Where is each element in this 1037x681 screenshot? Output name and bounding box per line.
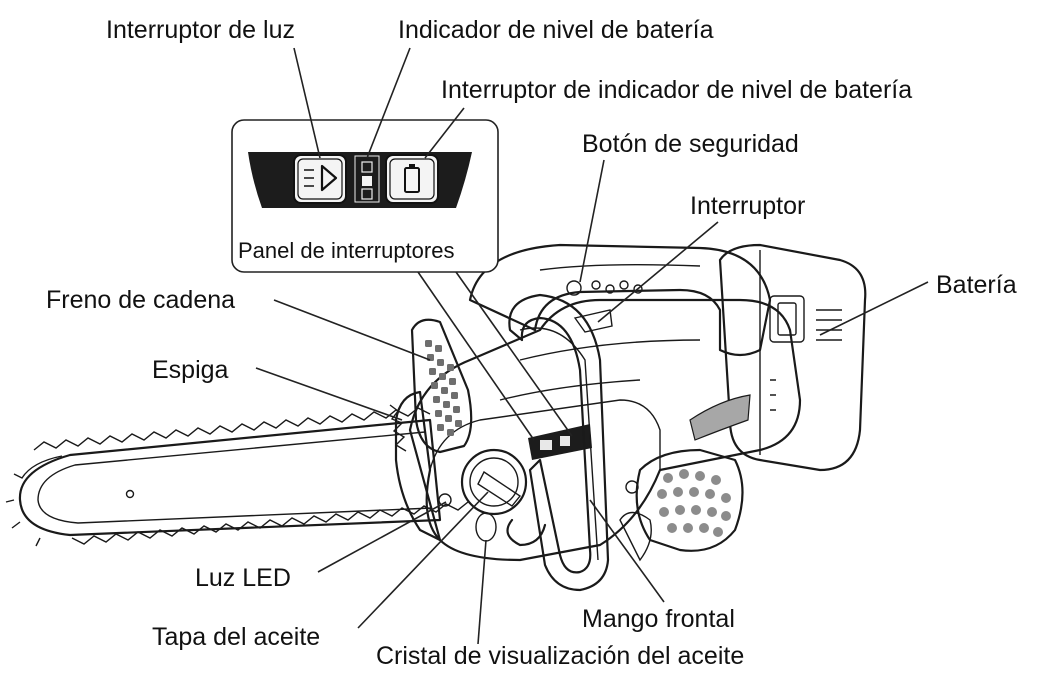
leader-panel-to-body-a — [417, 271, 535, 441]
led-light-lens — [438, 493, 452, 507]
motor-housing — [408, 298, 802, 562]
battery-check-switch-icon — [385, 154, 439, 204]
leader-front-handle — [589, 499, 665, 603]
light-switch-icon — [293, 154, 347, 204]
label-battery: Batería — [936, 271, 1017, 299]
label-switch-panel: Panel de interruptores — [238, 238, 454, 263]
battery-level-indicator-lamps — [354, 155, 380, 203]
label-battery-level-indicator: Indicador de nivel de batería — [398, 16, 714, 44]
switch-panel-callout: Panel de interruptores — [231, 119, 499, 273]
motor-vent — [635, 448, 744, 552]
chain-brake-guard — [410, 318, 473, 454]
label-chain-brake: Freno de cadena — [46, 286, 235, 314]
leader-oil-sight-glass — [477, 539, 487, 645]
leader-lines — [255, 47, 929, 645]
safety-button-dots — [566, 280, 643, 296]
leader-panel-to-body-b — [455, 271, 573, 437]
callout-labels: Interruptor de luz Indicador de nivel de… — [46, 16, 1017, 670]
leader-safety-button — [579, 159, 605, 283]
leader-chain-brake — [273, 299, 431, 361]
leader-battery-indicator — [366, 47, 411, 159]
leader-light-switch — [293, 47, 321, 159]
label-battery-level-indicator-switch: Interruptor de indicador de nivel de bat… — [441, 76, 912, 104]
oil-sight-glass — [475, 512, 497, 542]
leader-battery — [819, 281, 929, 336]
side-vent — [689, 394, 751, 441]
saw-chain — [33, 407, 431, 451]
label-sprocket: Espiga — [152, 356, 229, 384]
trigger — [573, 309, 613, 333]
label-switch: Interruptor — [690, 192, 805, 220]
oil-cap — [460, 448, 528, 516]
guide-bar — [5, 407, 469, 547]
front-handle — [506, 293, 610, 592]
chainsaw-illustration — [5, 243, 867, 592]
switch-panel-on-body — [528, 424, 592, 460]
label-front-handle: Mango frontal — [582, 605, 735, 633]
label-oil-sight-glass: Cristal de visualización del aceite — [376, 642, 744, 670]
label-light-switch: Interruptor de luz — [106, 16, 295, 44]
leader-battery-indicator-switch — [424, 107, 465, 159]
label-safety-button: Botón de seguridad — [582, 130, 799, 158]
leader-switch — [597, 221, 719, 323]
battery-pack — [718, 243, 867, 472]
leader-oil-cap — [357, 491, 489, 629]
leader-sprocket — [255, 367, 403, 421]
sprocket-cover — [389, 390, 442, 542]
rear-handle — [468, 243, 772, 357]
leader-led — [317, 501, 447, 573]
label-led-light: Luz LED — [195, 564, 291, 592]
label-oil-cap: Tapa del aceite — [152, 623, 320, 651]
